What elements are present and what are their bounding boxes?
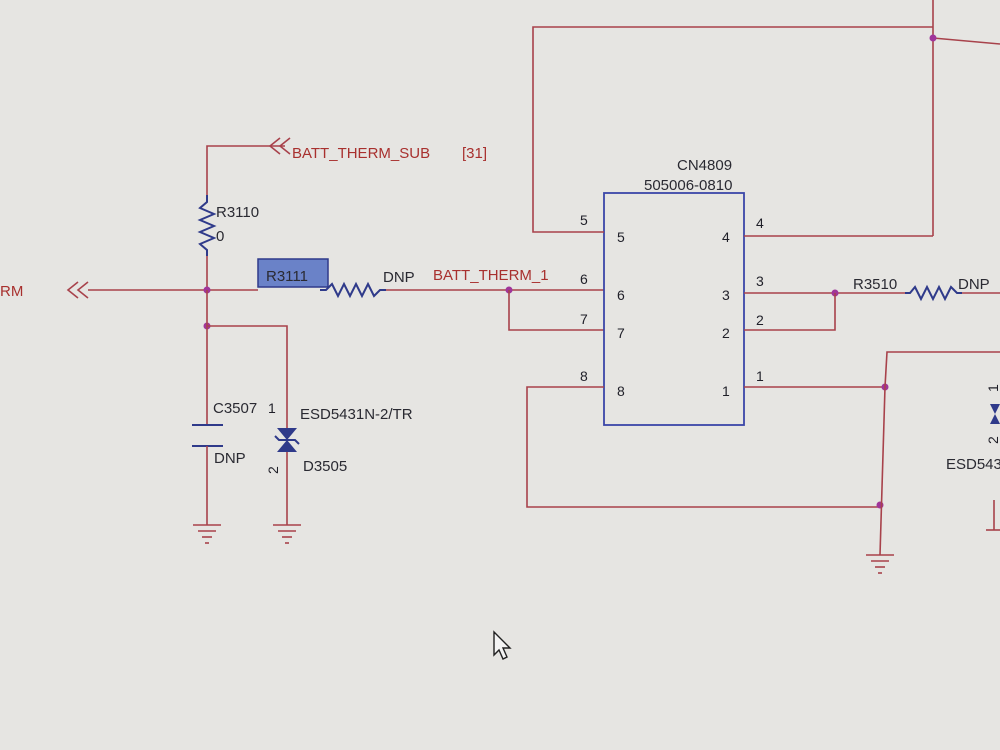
r3111-value: DNP — [383, 269, 415, 286]
r3111-resistor — [320, 281, 386, 299]
pin-8-outer: 8 — [580, 368, 588, 384]
batt-therm-sub-label: BATT_THERM_SUB — [292, 145, 430, 162]
pin-1-outer: 1 — [756, 368, 764, 384]
pin-7-inner: 7 — [617, 325, 625, 341]
batt-therm-1-label: BATT_THERM_1 — [433, 267, 549, 284]
pin-4-outer: 4 — [756, 215, 764, 231]
pin-2-inner: 2 — [722, 325, 730, 341]
right-upper-wire — [884, 351, 1000, 388]
pin-6-inner: 6 — [617, 287, 625, 303]
ground-symbol-d3505 — [273, 524, 301, 544]
pin7-tie-wire — [508, 290, 604, 331]
ground-symbol-right — [866, 554, 894, 574]
d3505-diode — [274, 428, 300, 452]
d3505-ref: D3505 — [303, 458, 347, 475]
r3111-highlight[interactable] — [257, 258, 329, 288]
batt-therm-sub-wire — [206, 145, 285, 195]
d-right-diode — [990, 404, 1000, 424]
pin-6-outer: 6 — [580, 271, 588, 287]
pin-3-inner: 3 — [722, 287, 730, 303]
cn4809-ref: CN4809 — [677, 157, 732, 174]
c3507-value: DNP — [214, 450, 246, 467]
pin-2-outer: 2 — [756, 312, 764, 328]
r3510-value: DNP — [958, 276, 990, 293]
r3110-value: 0 — [216, 228, 224, 245]
d-right-pin2: 2 — [985, 436, 1000, 444]
pin8-loop-wire — [526, 386, 880, 508]
d3505-wire — [207, 325, 288, 428]
junction-bottom — [876, 501, 884, 509]
pin5-loop-wire — [532, 26, 933, 233]
d3505-part: ESD5431N-2/TR — [300, 406, 413, 423]
left-net-label: RM — [0, 283, 23, 300]
mouse-cursor-icon — [493, 630, 512, 660]
pin-4-inner: 4 — [722, 229, 730, 245]
d-right-pin1: 1 — [985, 384, 1000, 392]
r3110-resistor — [197, 195, 217, 256]
cn4809-body[interactable] — [603, 192, 745, 426]
pin-8-inner: 8 — [617, 383, 625, 399]
r3111-ref: R3111 — [266, 268, 308, 285]
pin-5-inner: 5 — [617, 229, 625, 245]
c3507-ref: C3507 — [213, 400, 257, 417]
pin-3-outer: 3 — [756, 273, 764, 289]
batt-therm-sub-arrow — [268, 137, 291, 155]
r3110-ref: R3110 — [216, 204, 259, 221]
top-right-wire — [932, 37, 1000, 45]
pin-5-outer: 5 — [580, 212, 588, 228]
left-offpage-arrow — [66, 281, 89, 299]
d-right-part: ESD543 — [946, 456, 1000, 473]
ground-symbol-c3507 — [193, 524, 221, 544]
d3505-pin2: 2 — [265, 466, 281, 474]
pin2-tie-wire — [744, 293, 836, 331]
d3505-pin1: 1 — [268, 400, 276, 416]
pin-7-outer: 7 — [580, 311, 588, 327]
right-gnd-wire — [879, 386, 886, 556]
pin-1-inner: 1 — [722, 383, 730, 399]
batt-therm-sub-ref: [31] — [462, 145, 487, 162]
r3510-resistor — [905, 284, 962, 302]
junction-top-right — [929, 34, 937, 42]
r3510-ref: R3510 — [853, 276, 897, 293]
cn4809-part: 505006-0810 — [644, 177, 732, 194]
